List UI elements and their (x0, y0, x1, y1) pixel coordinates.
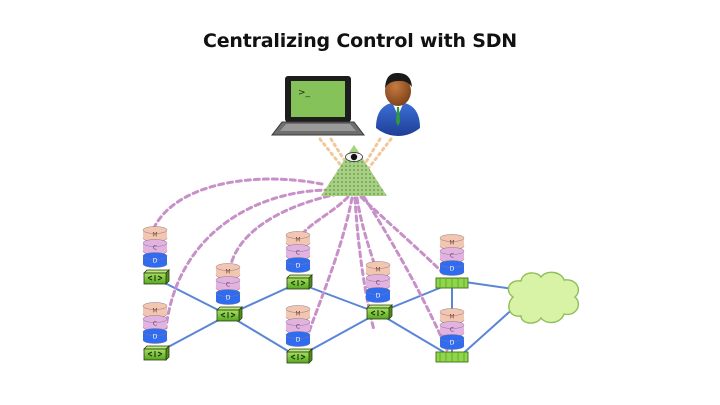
management-plane-label: M (152, 308, 157, 315)
switch-arrows-icon (290, 280, 306, 286)
data-plane-label: D (450, 340, 455, 347)
switch-arrows-icon (220, 312, 236, 318)
switch-arrows-icon (370, 310, 386, 316)
switch-s6: MCD (365, 261, 393, 320)
switch-s4: MCD (285, 231, 313, 290)
control-channel-line (355, 196, 378, 272)
switch-arrows-icon (147, 275, 163, 281)
slide-title: Centralizing Control with SDN (203, 30, 517, 52)
management-plane-label: M (295, 311, 300, 318)
control-channels (148, 177, 449, 352)
control-plane-label: C (296, 324, 300, 331)
internet-cloud-icon (507, 271, 580, 324)
data-plane-label: D (153, 334, 158, 341)
control-plane-label: C (153, 321, 157, 328)
control-plane-label: C (296, 250, 300, 257)
control-plane-label: C (450, 253, 454, 260)
management-plane-label: M (225, 269, 230, 276)
sdn-controller-pyramid (321, 145, 387, 196)
switch-s8: MCD (435, 308, 469, 363)
data-plane-disk: D (142, 252, 168, 268)
data-plane-label: D (376, 293, 381, 300)
data-plane-disk: D (365, 287, 391, 303)
control-channel-line (228, 192, 340, 270)
data-plane-disk: D (285, 331, 311, 347)
control-channel-line (362, 195, 449, 352)
data-plane-label: D (226, 295, 231, 302)
data-plane-label: D (153, 258, 158, 265)
network-link (377, 312, 453, 358)
control-plane-label: C (226, 282, 230, 289)
management-plane-label: M (152, 232, 157, 239)
switch-s7: MCD (435, 234, 469, 289)
control-channel-line (164, 188, 332, 330)
network-link (154, 277, 229, 316)
laptop-screen (291, 81, 345, 117)
data-plane-disk: D (285, 257, 311, 273)
data-plane-label: D (296, 337, 301, 344)
data-plane-disk: D (142, 328, 168, 344)
admin-beam (366, 137, 393, 171)
management-plane-label: M (295, 237, 300, 244)
switch-s1: MCD (142, 226, 170, 285)
management-plane-label: M (449, 240, 454, 247)
control-plane-label: C (376, 280, 380, 287)
switch-s5: MCD (285, 305, 313, 364)
control-plane-disk: C (142, 239, 168, 255)
switch-s3: MCD (215, 263, 243, 322)
control-plane-disk: C (365, 274, 391, 290)
data-plane-disk: D (215, 289, 241, 305)
admin-laptop: >_ (270, 76, 366, 136)
data-plane-disk: D (439, 260, 465, 276)
management-plane-label: M (449, 314, 454, 321)
control-plane-label: C (450, 327, 454, 334)
management-plane-label: M (375, 267, 380, 274)
network-link (227, 314, 299, 358)
data-plane-label: D (296, 263, 301, 270)
administrator-person-icon (376, 72, 420, 136)
switch-s2: MCD (142, 302, 170, 361)
data-plane-label: D (450, 266, 455, 273)
switch-arrows-icon (147, 351, 163, 357)
control-plane-disk: C (142, 315, 168, 331)
admin-beam (318, 137, 345, 170)
terminal-prompt: >_ (298, 88, 311, 98)
network-link (457, 305, 517, 359)
switch-arrows-icon (290, 354, 306, 360)
control-channel-line (303, 196, 354, 345)
control-channel-line (148, 177, 324, 240)
data-plane-disk: D (439, 334, 465, 350)
network-link (297, 282, 379, 314)
admin-beam (361, 137, 382, 169)
control-plane-label: C (153, 245, 157, 252)
